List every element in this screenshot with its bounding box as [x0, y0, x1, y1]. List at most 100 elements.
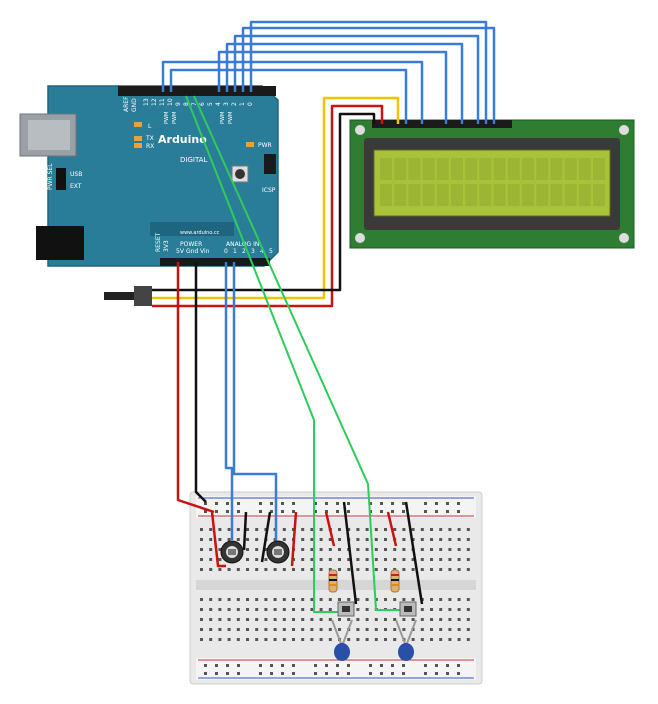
- breadboard-hole: [301, 558, 305, 561]
- breadboard-hole: [365, 558, 369, 561]
- breadboard-hole: [236, 628, 240, 631]
- pwr-sel-label: PWR SEL: [47, 163, 54, 190]
- breadboard-hole: [466, 548, 470, 551]
- breadboard-hole: [420, 548, 424, 551]
- breadboard-hole: [282, 628, 286, 631]
- breadboard-hole: [393, 638, 397, 641]
- breadboard-hole: [227, 608, 231, 611]
- breadboard-hole: [448, 638, 452, 641]
- breadboard-hole: [226, 510, 229, 513]
- breadboard-hole: [292, 628, 295, 631]
- breadboard-hole: [446, 664, 449, 667]
- breadboard-hole: [347, 638, 351, 641]
- breadboard-hole: [457, 548, 461, 551]
- lcd-cell: [522, 158, 534, 180]
- digital-label: DIGITAL: [180, 156, 207, 164]
- breadboard-hole: [255, 548, 259, 551]
- jumper-red-3: [324, 511, 336, 547]
- breadboard-hole: [420, 628, 424, 631]
- breadboard-hole: [338, 598, 341, 601]
- lcd-cell: [451, 158, 463, 180]
- lcd-cell: [550, 184, 563, 206]
- digital-pin-label-5: 5: [207, 102, 214, 106]
- breadboard-hole: [255, 598, 259, 601]
- breadboard-hole: [237, 502, 240, 505]
- breadboard-hole: [402, 548, 406, 551]
- breadboard-hole: [356, 538, 360, 541]
- lcd-cell: [578, 184, 591, 206]
- breadboard-hole: [282, 608, 286, 611]
- breadboard-hole: [457, 558, 461, 561]
- breadboard-hole: [391, 510, 394, 513]
- breadboard-hole: [457, 510, 460, 513]
- pwm-label-3: PWM: [220, 112, 226, 124]
- breadboard-hole: [200, 558, 203, 561]
- digital-pin-label-2: 2: [231, 102, 238, 106]
- breadboard-hole: [246, 628, 249, 631]
- breadboard-hole: [209, 598, 213, 601]
- breadboard-hole: [236, 618, 240, 621]
- breadboard-hole: [448, 618, 452, 621]
- analog-pin-label-3: 3: [251, 248, 255, 255]
- potentiometer-2: [266, 540, 290, 564]
- breadboard-hole: [314, 672, 317, 675]
- breadboard-hole: [446, 502, 449, 505]
- breadboard-hole: [365, 598, 369, 601]
- breadboard-hole: [200, 528, 203, 531]
- breadboard-hole: [393, 558, 397, 561]
- breadboard-hole: [200, 568, 203, 571]
- breadboard-hole: [420, 618, 424, 621]
- breadboard-hole: [281, 510, 284, 513]
- breadboard-hole: [246, 528, 249, 531]
- breadboard-hole: [430, 528, 433, 531]
- breadboard-hole: [411, 598, 415, 601]
- wire-a1-pot2: [232, 262, 278, 540]
- breadboard-hole: [200, 548, 203, 551]
- breadboard-hole: [319, 598, 323, 601]
- breadboard-hole: [374, 558, 378, 561]
- wire-d12-lcd: [161, 60, 424, 124]
- breadboard-hole: [457, 608, 461, 611]
- breadboard-hole: [384, 538, 387, 541]
- breadboard-hole: [328, 598, 332, 601]
- digital-pin-label-8: 8: [183, 102, 190, 106]
- breadboard-hole: [292, 672, 295, 675]
- breadboard-hole: [430, 568, 433, 571]
- lcd-cell: [436, 158, 449, 180]
- breadboard-hole: [347, 502, 350, 505]
- breadboard-hole: [384, 628, 387, 631]
- breadboard-hole: [356, 528, 360, 531]
- wire-d11-lcd: [169, 68, 408, 124]
- breadboard-hole: [226, 502, 229, 505]
- breadboard-hole: [439, 598, 443, 601]
- breadboard-hole: [347, 528, 351, 531]
- breadboard-hole: [301, 618, 305, 621]
- breadboard-hole: [446, 672, 449, 675]
- breadboard-hole: [246, 548, 249, 551]
- breadboard-hole: [328, 538, 332, 541]
- breadboard-hole: [336, 664, 339, 667]
- breadboard-hole: [282, 618, 286, 621]
- lcd-cell: [564, 158, 577, 180]
- lcd-cell: [465, 184, 478, 206]
- breadboard-hole: [282, 528, 286, 531]
- breadboard-hole: [448, 528, 452, 531]
- lcd-cell: [536, 184, 549, 206]
- breadboard-hole: [264, 628, 268, 631]
- breadboard-hole: [264, 558, 268, 561]
- analog-in-label: ANALOG IN: [226, 241, 259, 248]
- gnd-label: GND: [131, 98, 138, 112]
- breadboard-hole: [365, 638, 369, 641]
- breadboard-hole: [374, 618, 378, 621]
- wires: [152, 20, 496, 613]
- breadboard-hole: [439, 538, 443, 541]
- breadboard-hole: [365, 568, 369, 571]
- breadboard-hole: [439, 568, 443, 571]
- arduino-brand: Arduino: [158, 133, 207, 146]
- breadboard-hole: [255, 568, 259, 571]
- lcd-cell: [436, 184, 449, 206]
- pwr-label: PWR: [258, 142, 272, 149]
- breadboard-hole: [393, 528, 397, 531]
- lcd-cell: [451, 184, 463, 206]
- breadboard-hole: [439, 628, 443, 631]
